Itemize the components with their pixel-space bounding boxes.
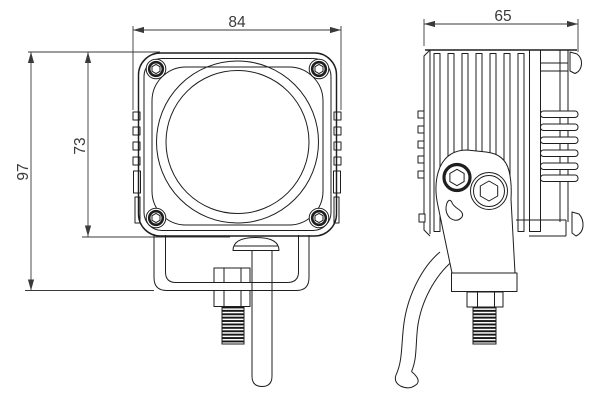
side-view: 65	[394, 8, 584, 389]
mounting-bracket-side	[435, 149, 518, 345]
front-view: 84 97 73	[15, 14, 342, 387]
edge-fin-teeth-right	[333, 111, 342, 224]
corner-screw-top-right	[307, 57, 331, 81]
lamp-body-front	[137, 52, 338, 237]
dim-label-97: 97	[15, 163, 32, 180]
dim-label-65: 65	[494, 8, 511, 25]
pivot-bolt-large	[470, 172, 508, 210]
corner-screw-top-left	[144, 57, 168, 81]
lens-ring	[156, 60, 319, 224]
edge-fin-teeth-left	[132, 111, 141, 224]
dimension-width-84: 84	[132, 14, 342, 110]
mounting-nut-side	[466, 291, 504, 308]
bracket-base	[451, 272, 518, 292]
heatsink-back-plate	[417, 49, 431, 237]
mounting-bolt-front	[213, 267, 251, 345]
dim-label-84: 84	[228, 14, 246, 31]
power-cable	[394, 251, 453, 389]
dimension-depth-65: 65	[423, 8, 579, 52]
pivot-bolt-small	[442, 162, 472, 193]
threaded-shank-front	[221, 306, 245, 345]
lamp-housing-side	[516, 49, 584, 237]
corner-screw-bottom-left	[144, 206, 168, 230]
housing-corner-cap-top	[569, 51, 583, 74]
pedestal-dome	[232, 237, 280, 251]
threaded-stud-side	[472, 306, 497, 345]
dimension-body-height-73: 73	[72, 52, 230, 238]
dim-label-73: 73	[72, 137, 89, 154]
adjustment-slot	[445, 199, 464, 221]
housing-ribs	[540, 110, 579, 182]
lens	[165, 70, 310, 214]
housing-corner-cap-bottom	[571, 211, 584, 237]
pivot-rod	[251, 242, 273, 387]
corner-screw-bottom-right	[307, 206, 331, 230]
dimension-total-height-97: 97	[15, 51, 160, 291]
